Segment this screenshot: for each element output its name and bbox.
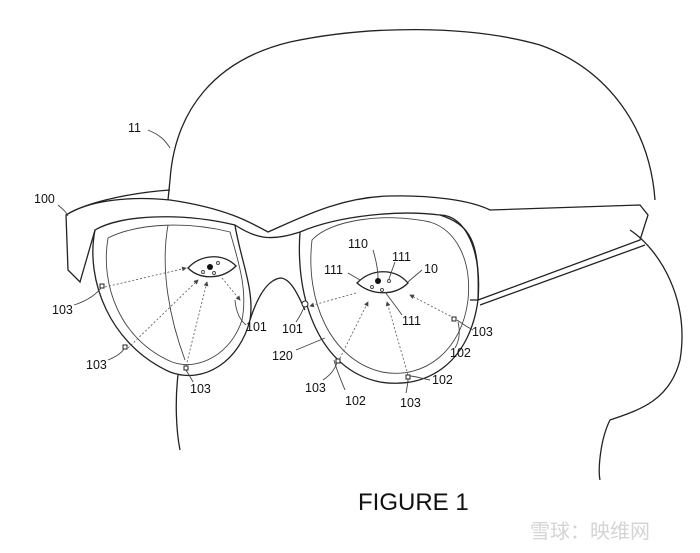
watermark: 雪球：映维网: [530, 519, 650, 543]
leader-lines: [57, 129, 474, 394]
label-102: 102: [432, 373, 453, 387]
label-111: 111: [324, 263, 343, 277]
label-10: 10: [424, 262, 438, 276]
label-111: 111: [392, 250, 411, 264]
left-eye: [187, 256, 237, 278]
label-103: 103: [86, 358, 107, 372]
label-103: 103: [190, 382, 211, 396]
label-102: 102: [450, 346, 471, 360]
sensor-arrows: [104, 266, 455, 376]
label-103: 103: [305, 381, 326, 395]
label-110: 110: [348, 237, 368, 251]
label-101: 101: [246, 320, 267, 334]
head-outline: [167, 28, 683, 481]
label-120: 120: [272, 349, 293, 363]
label-103: 103: [400, 396, 421, 410]
label-11: 11: [128, 121, 141, 135]
label-100: 100: [34, 192, 55, 206]
label-103: 103: [472, 325, 493, 339]
right-lens: [298, 214, 480, 384]
right-eye: [356, 271, 409, 294]
label-102: 102: [345, 394, 366, 408]
figure-caption: FIGURE 1: [358, 489, 469, 516]
label-103: 103: [52, 303, 73, 317]
sensors: [99, 283, 457, 380]
label-111: 111: [402, 314, 421, 328]
reference-labels: 11 100 103 103 103 101 101 120 103 102 1…: [34, 121, 493, 410]
label-101: 101: [282, 322, 303, 336]
